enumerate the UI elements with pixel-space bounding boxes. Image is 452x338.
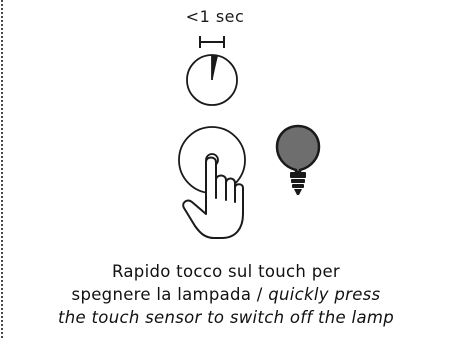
duration-label: <1 sec [185,7,245,26]
caption: Rapido tocco sul touch per spegnere la l… [0,260,452,329]
caption-line-2: spegnere la lampada / quickly press [0,283,452,306]
dotted-border [1,0,3,338]
pointing-hand-icon [182,156,244,239]
caption-line-1: Rapido tocco sul touch per [111,262,341,281]
timer-icon [186,54,238,106]
caption-line-2-plain: spegnere la lampada / [71,285,269,304]
caption-line-3: the touch sensor to switch off the lamp [58,308,394,327]
caption-line-2-italic: quickly press [268,285,381,304]
duration-bracket-icon [199,36,225,48]
lightbulb-off-icon [275,124,321,195]
